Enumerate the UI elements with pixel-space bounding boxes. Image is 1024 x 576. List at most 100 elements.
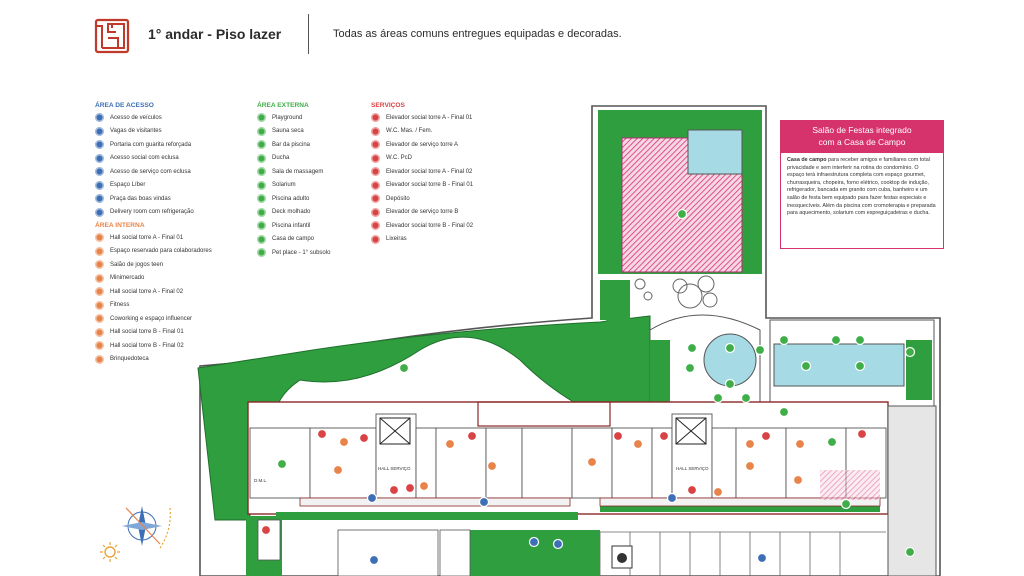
legend-item-externa: Pet place - 1° subsolo [257, 246, 330, 260]
legend-item-label: Piscina infantil [272, 222, 311, 229]
legend-marker-icon [95, 354, 104, 364]
legend-marker-icon [95, 153, 104, 163]
legend-item-externa: Deck molhado [257, 206, 330, 220]
legend-item-label: Espaço reservado para colaboradores [110, 248, 212, 255]
legend-item-interna: Espaço reservado para colaboradores [95, 245, 212, 259]
legend-item-label: Hall social torre A - Final 02 [110, 288, 184, 295]
legend-marker-icon [95, 300, 104, 310]
legend-item-interna: Minimercado [95, 272, 212, 286]
hall-servico-label-a: HALL SERVIÇO [378, 466, 411, 471]
legend-title-externa: ÁREA EXTERNA [257, 102, 309, 109]
legend-item-label: Praça das boas vindas [110, 195, 171, 202]
legend-item-label: Sauna seca [272, 128, 304, 135]
legend-marker-icon [95, 260, 104, 270]
legend-marker-icon [257, 167, 266, 177]
legend-item-servicos: Elevador de serviço torre A [371, 138, 473, 152]
legend-marker-icon [95, 327, 104, 337]
legend-item-servicos: Elevador social torre A - Final 01 [371, 111, 473, 125]
hall-servico-label-b: HALL SERVIÇO [676, 466, 709, 471]
legend-item-label: Bar da piscina [272, 141, 311, 148]
legend-item-label: Solarium [272, 182, 296, 189]
legend-item-externa: Casa de campo [257, 233, 330, 247]
legend-item-label: W.C. Mas. / Fem. [386, 128, 433, 135]
info-box-lead: Casa de campo [787, 157, 827, 163]
floor-plan-icon [94, 18, 130, 54]
legend-marker-icon [371, 167, 380, 177]
info-box-text: para receber amigos e familiares com tot… [787, 157, 936, 217]
legend-marker-icon [371, 194, 380, 204]
dml-label: D.M.L. [254, 478, 267, 483]
legend-item-interna: Hall social torre A - Final 01 [95, 231, 212, 245]
legend-item-label: Vagas de visitantes [110, 128, 162, 135]
legend-marker-icon [257, 248, 266, 258]
legend-item-label: Fitness [110, 302, 130, 309]
legend-marker-icon [371, 221, 380, 231]
legend-list-interna: Hall social torre A - Final 01 Espaço res… [95, 231, 212, 366]
legend-item-interna: Hall social torre B - Final 01 [95, 326, 212, 340]
legend-item-label: Salão de jogos teen [110, 261, 164, 268]
legend-marker-icon [95, 180, 104, 190]
info-box-casa-de-campo: Salão de Festas integrado com a Casa de … [780, 120, 944, 249]
legend-item-label: Pet place - 1° subsolo [272, 249, 331, 256]
legend-item-servicos: W.C. Mas. / Fem. [371, 125, 473, 139]
legend-item-label: Sala de massagem [272, 168, 324, 175]
legend-item-externa: Bar da piscina [257, 138, 330, 152]
legend-marker-icon [371, 140, 380, 150]
legend-item-acesso: Praça das boas vindas [95, 192, 212, 206]
header-divider [308, 14, 309, 54]
legend-item-label: Coworking e espaço influencer [110, 315, 193, 322]
legend-item-servicos: Lixeiras [371, 233, 473, 247]
legend-marker-icon [257, 180, 266, 190]
legend-item-label: Delivery room com refrigeração [110, 209, 194, 216]
legend-marker-icon [371, 153, 380, 163]
legend-item-label: Playground [272, 114, 303, 121]
legend-item-label: Deck molhado [272, 209, 311, 216]
legend-item-acesso: Acesso de veículos [95, 111, 212, 125]
legend-marker-icon [257, 194, 266, 204]
legend-marker-icon [95, 207, 104, 217]
legend-item-label: Depósito [386, 195, 410, 202]
legend-marker-icon [95, 233, 104, 243]
legend-item-label: Elevador social torre A - Final 02 [386, 168, 473, 175]
legend-item-label: Casa de campo [272, 236, 315, 243]
info-box-title-line2: com a Casa de Campo [818, 137, 906, 147]
compass-rose-icon [122, 506, 162, 546]
legend-item-externa: Sauna seca [257, 125, 330, 139]
legend-item-label: Elevador de serviço torre A [386, 141, 459, 148]
legend-marker-icon [257, 126, 266, 136]
legend-list-servicos: Elevador social torre A - Final 01 W.C. M… [371, 111, 473, 246]
legend-title-interna: ÁREA INTERNA [95, 222, 145, 229]
legend-marker-icon [95, 194, 104, 204]
floor-title: 1° andar - Piso lazer [148, 26, 282, 42]
legend-item-interna: Hall social torre A - Final 02 [95, 285, 212, 299]
legend-item-externa: Sala de massagem [257, 165, 330, 179]
legend-item-externa: Piscina adulto [257, 192, 330, 206]
legend-marker-icon [371, 234, 380, 244]
legend-item-label: Espaço Líber [110, 182, 146, 189]
legend-item-externa: Solarium [257, 179, 330, 193]
legend-marker-icon [257, 221, 266, 231]
info-box-title-line1: Salão de Festas integrado [812, 125, 912, 135]
legend-item-interna: Fitness [95, 299, 212, 313]
legend-title-servicos: SERVIÇOS [371, 102, 405, 109]
legend-item-externa: Piscina infantil [257, 219, 330, 233]
legend-item-label: Elevador social torre A - Final 01 [386, 114, 473, 121]
legend-marker-icon [95, 113, 104, 123]
legend-item-servicos: Elevador social torre B - Final 02 [371, 219, 473, 233]
legend-item-label: Acesso de serviço com eclusa [110, 168, 191, 175]
legend-marker-icon [257, 140, 266, 150]
legend-marker-icon [95, 287, 104, 297]
legend-item-label: Brinquedoteca [110, 356, 149, 363]
legend-item-acesso: Vagas de visitantes [95, 125, 212, 139]
legend-marker-icon [95, 341, 104, 351]
sun-icon [100, 542, 120, 562]
legend-item-interna: Salão de jogos teen [95, 258, 212, 272]
legend-item-servicos: Elevador de serviço torre B [371, 206, 473, 220]
legend-marker-icon [371, 180, 380, 190]
legend-marker-icon [95, 246, 104, 256]
legend-marker-icon [95, 126, 104, 136]
legend-item-acesso: Espaço Líber [95, 179, 212, 193]
legend-item-label: Lixeiras [386, 236, 407, 243]
